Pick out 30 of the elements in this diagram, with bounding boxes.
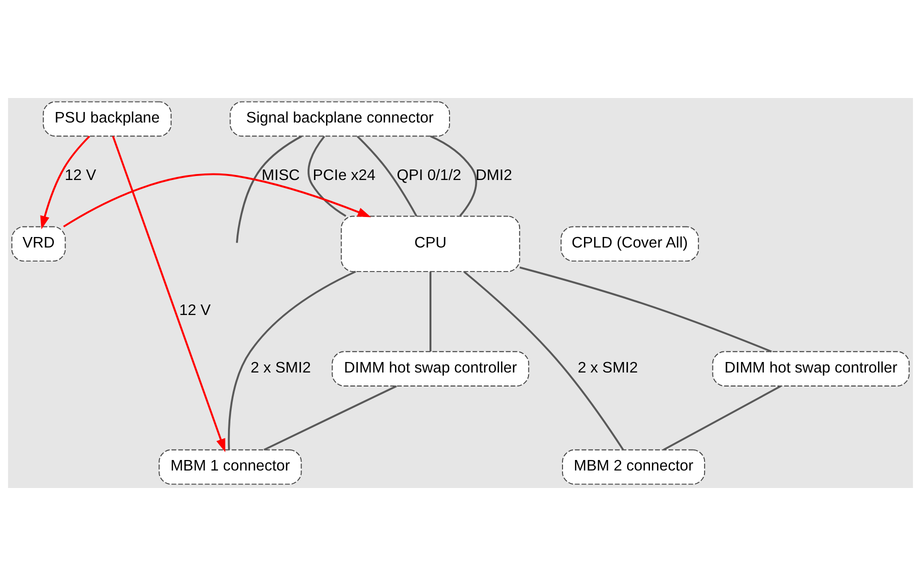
- arrow: [63, 173, 372, 228]
- node-box: PSU backplane: [42, 101, 172, 137]
- connector: [430, 135, 477, 217]
- connector: [430, 272, 432, 352]
- arrow: [112, 136, 226, 452]
- node-box: CPLD (Cover All): [560, 226, 699, 262]
- arrow: [40, 136, 90, 230]
- node-box: CPU: [340, 216, 520, 272]
- node-box: DIMM hot swap controller: [332, 351, 530, 386]
- edge-label: 12 V: [179, 302, 211, 320]
- edge-label: QPI 0/1/2: [396, 166, 462, 184]
- node-box: MBM 1 connector: [158, 449, 302, 485]
- edge-label: 2 x SMI2: [578, 359, 638, 376]
- edge-label: DMI2: [476, 166, 512, 184]
- edge-label: PCIe x24: [312, 166, 376, 184]
- connector: [519, 266, 772, 352]
- connector: [228, 270, 356, 450]
- connector: [356, 136, 418, 217]
- node-box: Signal backplane connector: [230, 101, 450, 137]
- connector: [236, 135, 302, 243]
- node-box: DIMM hot swap controller: [712, 351, 910, 386]
- connector: [663, 385, 782, 451]
- connector: [264, 385, 397, 451]
- node-box: MBM 2 connector: [562, 449, 706, 485]
- connector: [463, 270, 624, 450]
- edge-label: 12 V: [64, 166, 96, 184]
- edge-label: 2 x SMI2: [250, 359, 311, 376]
- connector: [308, 136, 346, 217]
- node-box: VRD: [11, 226, 66, 262]
- edge-label: MISC: [262, 166, 300, 184]
